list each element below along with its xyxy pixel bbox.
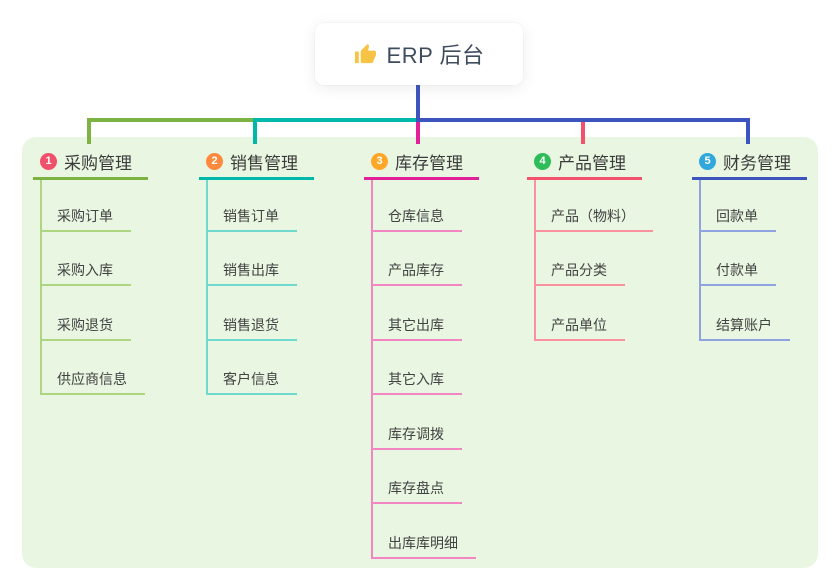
branch-trunk-line bbox=[206, 180, 208, 395]
connector-drop-purchase bbox=[87, 118, 91, 144]
branch-trunk-line bbox=[40, 180, 42, 395]
branch-title-sales[interactable]: 2 销售管理 bbox=[199, 148, 314, 180]
branch-item[interactable]: 产品分类 bbox=[534, 260, 625, 286]
branch-item[interactable]: 销售出库 bbox=[206, 260, 297, 286]
connector-horizontal-blue bbox=[416, 118, 750, 122]
branch-trunk-line bbox=[699, 180, 701, 341]
branch-badge: 3 bbox=[371, 152, 388, 170]
branch-label: 产品管理 bbox=[558, 153, 626, 173]
branch-label: 销售管理 bbox=[230, 153, 298, 173]
branch-item[interactable]: 出库库明细 bbox=[371, 533, 476, 559]
branch-label: 采购管理 bbox=[64, 153, 132, 173]
branch-item[interactable]: 采购入库 bbox=[40, 260, 131, 286]
branch-item[interactable]: 采购退货 bbox=[40, 315, 131, 341]
branch-item[interactable]: 产品单位 bbox=[534, 315, 625, 341]
branch-item[interactable]: 其它出库 bbox=[371, 315, 462, 341]
root-node-label: ERP 后台 bbox=[386, 43, 485, 68]
branch-item[interactable]: 产品库存 bbox=[371, 260, 462, 286]
branch-item[interactable]: 付款单 bbox=[699, 260, 776, 286]
branches-panel bbox=[22, 137, 818, 568]
connector-drop-finance bbox=[746, 118, 750, 144]
connector-horizontal-green bbox=[87, 118, 253, 122]
branch-item[interactable]: 销售退货 bbox=[206, 315, 297, 341]
branch-badge: 2 bbox=[206, 152, 223, 170]
branch-label: 财务管理 bbox=[723, 153, 791, 173]
branch-title-inventory[interactable]: 3 库存管理 bbox=[364, 148, 479, 180]
branch-item[interactable]: 产品（物料） bbox=[534, 206, 653, 232]
branch-item[interactable]: 采购订单 bbox=[40, 206, 131, 232]
branch-item[interactable]: 客户信息 bbox=[206, 369, 297, 395]
branch-item[interactable]: 仓库信息 bbox=[371, 206, 462, 232]
branch-title-product[interactable]: 4 产品管理 bbox=[527, 148, 642, 180]
connector-drop-product bbox=[581, 122, 585, 144]
connector-drop-inventory bbox=[416, 122, 420, 144]
branch-trunk-line bbox=[534, 180, 536, 341]
branch-title-purchase[interactable]: 1 采购管理 bbox=[33, 148, 148, 180]
branch-badge: 5 bbox=[699, 152, 716, 170]
branch-badge: 4 bbox=[534, 152, 551, 170]
branch-item[interactable]: 库存调拨 bbox=[371, 424, 462, 450]
branch-badge: 1 bbox=[40, 152, 57, 170]
connector-horizontal-teal bbox=[253, 118, 418, 122]
thumbs-up-icon bbox=[354, 43, 376, 63]
branch-item[interactable]: 结算账户 bbox=[699, 315, 790, 341]
branch-item[interactable]: 库存盘点 bbox=[371, 478, 462, 504]
branch-item[interactable]: 销售订单 bbox=[206, 206, 297, 232]
branch-item[interactable]: 回款单 bbox=[699, 206, 776, 232]
connector-root-stem bbox=[416, 85, 420, 122]
branch-trunk-line bbox=[371, 180, 373, 559]
branch-item[interactable]: 供应商信息 bbox=[40, 369, 145, 395]
branch-item[interactable]: 其它入库 bbox=[371, 369, 462, 395]
branch-label: 库存管理 bbox=[395, 153, 463, 173]
root-node[interactable]: ERP 后台 bbox=[315, 23, 523, 85]
branch-title-finance[interactable]: 5 财务管理 bbox=[692, 148, 807, 180]
connector-drop-sales bbox=[253, 118, 257, 144]
